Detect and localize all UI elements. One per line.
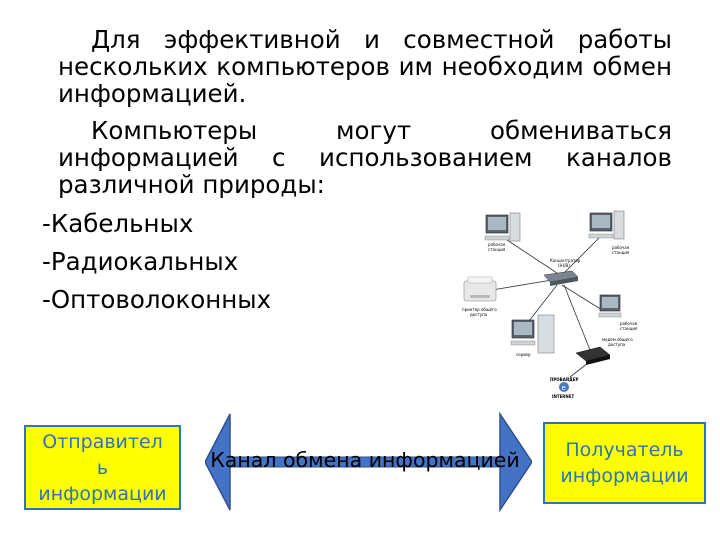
sender-box: Отправител ь информации bbox=[24, 425, 181, 510]
server-icon bbox=[510, 314, 555, 354]
internet-icon: e bbox=[559, 382, 569, 392]
list-item-fiber: -Оптоволоконных bbox=[42, 285, 272, 314]
computer-icon bbox=[484, 212, 521, 242]
label-printer-1: принтер общего bbox=[462, 307, 497, 312]
label-workstation-right-2: станция bbox=[612, 250, 630, 255]
label-modem-1: модем общего bbox=[602, 337, 633, 342]
intro-paragraph: Для эффективной и совместной работы неск… bbox=[58, 25, 672, 108]
computer-icon bbox=[588, 210, 625, 240]
label-server: сервер bbox=[516, 352, 531, 357]
printer-icon bbox=[463, 276, 497, 302]
network-illustration: рабочая станция рабочая станция Концентр… bbox=[462, 210, 638, 399]
sender-line-2: ь bbox=[96, 456, 109, 479]
receiver-line-1: Получатель bbox=[565, 439, 684, 461]
sender-line-3: информации bbox=[38, 482, 167, 505]
channel-label: Канал обмена информацией bbox=[210, 448, 520, 472]
svg-text:e: e bbox=[562, 384, 566, 392]
label-modem-2: доступа bbox=[608, 342, 626, 347]
receiver-box: Получатель информации bbox=[543, 422, 706, 504]
label-workstation-mid-2: станция bbox=[620, 326, 638, 331]
label-provider: ПРОВАЙДЕР bbox=[550, 377, 578, 382]
list-item-radio: -Радиокальных bbox=[42, 247, 239, 276]
label-workstation-left-1: рабочая bbox=[488, 242, 506, 247]
sender-line-1: Отправител bbox=[42, 430, 163, 453]
channels-paragraph: Компьютеры могут обмениваться информацие… bbox=[58, 116, 672, 199]
receiver-line-2: информации bbox=[560, 465, 689, 487]
modem-icon bbox=[575, 346, 611, 365]
label-hub-1: Концентратор bbox=[550, 258, 581, 263]
computer-icon bbox=[598, 294, 622, 318]
list-item-cable: -Кабельных bbox=[42, 209, 194, 238]
label-internet: INTERNET bbox=[552, 394, 574, 399]
arrow-shaft bbox=[229, 456, 501, 468]
label-workstation-right-1: рабочая bbox=[612, 245, 630, 250]
label-workstation-left-2: станция bbox=[488, 247, 506, 252]
double-arrow bbox=[205, 412, 532, 512]
network-cables bbox=[491, 234, 603, 378]
label-hub-2: (HUB) bbox=[558, 263, 570, 268]
hub-icon bbox=[543, 270, 579, 286]
label-printer-2: доступа bbox=[470, 312, 488, 317]
label-workstation-mid-1: рабочая bbox=[620, 321, 638, 326]
channel-type-list: -Кабельных -Радиокальных -Оптоволоконных bbox=[42, 205, 271, 319]
